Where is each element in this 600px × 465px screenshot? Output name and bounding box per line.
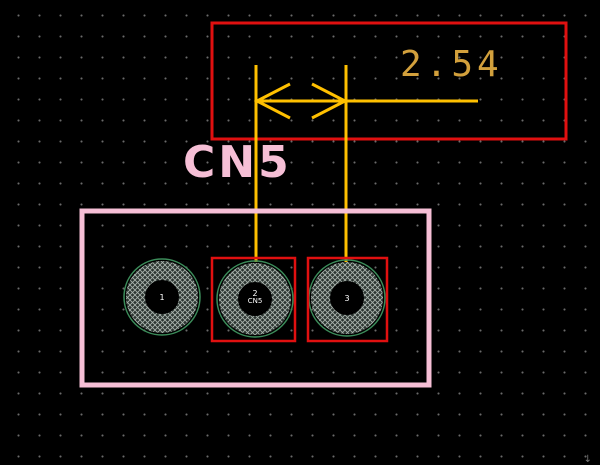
pad-3-selection-box <box>306 256 389 343</box>
pad-2-number: 2 <box>252 289 257 298</box>
designator-label[interactable]: CN5 <box>183 137 292 188</box>
dimension-arrow-left <box>253 82 291 120</box>
dimension-value[interactable]: 2.54 <box>400 44 503 85</box>
pad-1[interactable]: 1 <box>123 258 201 336</box>
pad-3[interactable]: 3 <box>308 259 386 337</box>
component-outline[interactable] <box>79 208 432 388</box>
down-arrow-icon: ↓ <box>583 454 592 465</box>
pad-2-selection-box <box>210 256 297 343</box>
pad-3-number: 3 <box>344 294 349 303</box>
pad-1-number: 1 <box>159 293 164 302</box>
dimension-arrow-right <box>311 82 349 120</box>
pad-2-net: CN5 <box>248 297 263 305</box>
dimension-selection-box[interactable] <box>210 21 568 141</box>
pad-2[interactable]: 2 CN5 <box>216 260 294 338</box>
